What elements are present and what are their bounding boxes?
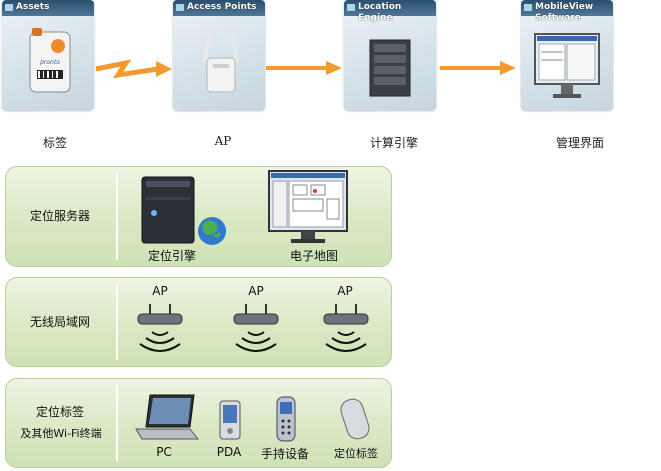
card-access-points: Access Points (173, 0, 265, 110)
label-handheld: 手持设备 (260, 447, 309, 461)
ap-label: AP (248, 284, 264, 298)
wireless-ap-icon (323, 304, 369, 352)
caption-engine: 计算引擎 (369, 136, 418, 150)
label-pda: PDA (216, 445, 242, 459)
arrow-right-icon (440, 61, 516, 75)
handheld-device-icon (276, 396, 296, 442)
card-mobileview-software: MobileView Software (521, 0, 613, 110)
card-title-access-points: Access Points (187, 2, 257, 12)
label-pc: PC (156, 445, 172, 459)
panel-label-terminals-2: 及其他Wi-Fi终端 (20, 427, 102, 440)
caption-tag: 标签 (42, 136, 67, 150)
label-location-engine: 定位引擎 (147, 249, 196, 263)
ap-label: AP (337, 284, 353, 298)
panel-label-terminals-1: 定位标签 (35, 405, 84, 419)
server-rack-icon (369, 39, 411, 97)
panel-label-wlan: 无线局域网 (29, 315, 90, 329)
card-header: Location Engine (344, 0, 436, 23)
card-title-mobileview: MobileView Software (535, 2, 594, 23)
laptop-icon (135, 394, 200, 440)
card-title-location-engine: Location Engine (358, 2, 402, 23)
ap-label: AP (152, 284, 168, 298)
panel-wlan: 无线局域网 AP AP AP (5, 277, 392, 367)
tag-device-icon: pronto (29, 28, 71, 93)
label-location-tag: 定位标签 (334, 447, 378, 460)
panel-divider (116, 284, 118, 360)
location-tag-icon (340, 398, 370, 440)
map-monitor-icon (268, 170, 348, 243)
panel-location-server: 定位服务器 定位引擎 电子地图 (5, 166, 392, 267)
access-point-icon (203, 35, 239, 93)
card-header: Assets (2, 0, 94, 16)
wireless-ap-icon (137, 304, 183, 352)
panel-terminals: 定位标签 及其他Wi-Fi终端 PC PDA 手持设备 定位标签 (5, 378, 392, 468)
caption-ui: 管理界面 (555, 136, 604, 150)
arrow-right-icon (266, 61, 342, 75)
panel-label-server: 定位服务器 (29, 209, 90, 223)
wireless-link-arrow (95, 59, 172, 79)
wireless-ap-icon (233, 304, 279, 352)
server-tower-icon (141, 176, 226, 245)
card-assets: Assets pronto (2, 0, 94, 110)
card-location-engine: Location Engine (344, 0, 436, 110)
label-electronic-map: 电子地图 (289, 249, 338, 263)
caption-ap: AP (214, 134, 232, 148)
monitor-icon (534, 33, 600, 98)
panel-divider (116, 173, 118, 260)
card-header: Access Points (173, 0, 265, 16)
card-title-assets: Assets (16, 2, 50, 12)
tag-brand-text: pronto (39, 59, 60, 66)
card-header: MobileView Software (521, 0, 613, 23)
panel-divider (116, 385, 118, 461)
pda-icon (219, 400, 241, 440)
